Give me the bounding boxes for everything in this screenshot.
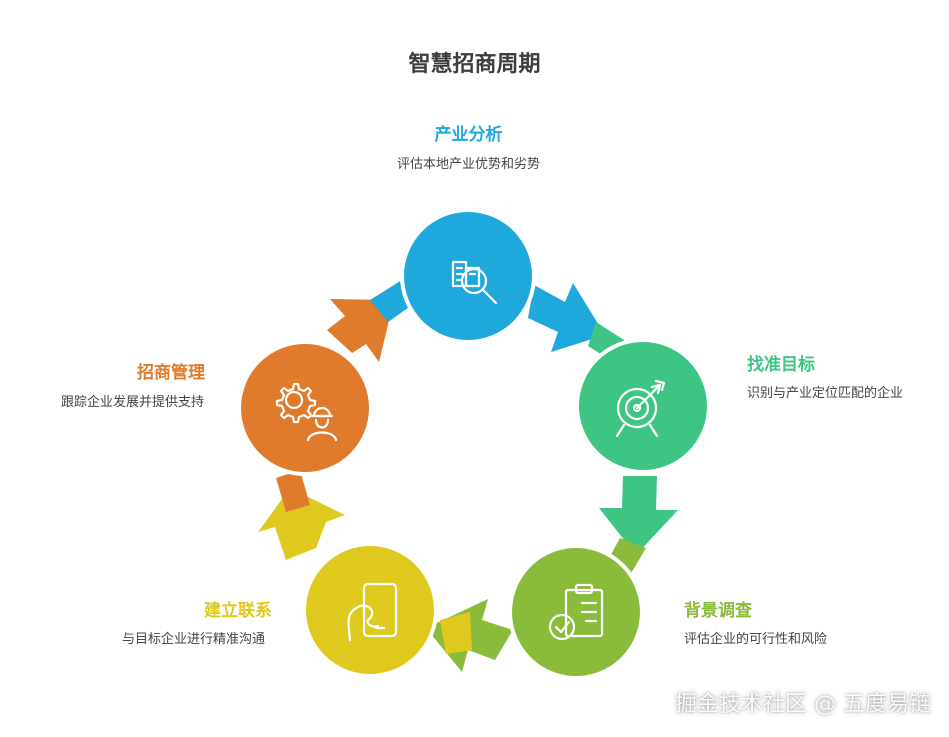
stage-circle-target [575, 338, 711, 474]
watermark: 掘金技术社区 @ 五度易链 [675, 692, 931, 717]
checklist-icon [548, 583, 604, 641]
building-search-icon [451, 260, 498, 305]
stage-circle-industry-analysis [400, 208, 536, 344]
arrow-green-to-lime [599, 476, 678, 555]
stage-label-industry-analysis: 产业分析 [434, 125, 503, 145]
arrow-orange-tail [276, 470, 310, 512]
stage-desc-build-connection: 与目标企业进行精准沟通 [121, 632, 265, 647]
target-arrow-icon [615, 379, 666, 438]
stage-circle-build-connection [302, 542, 438, 678]
stage-desc-industry-analysis: 评估本地产业优势和劣势 [396, 157, 540, 172]
arrow-blue-to-green [528, 283, 605, 352]
stage-label-background-check: 背景调查 [684, 601, 752, 621]
stage-desc-background-check: 评估企业的可行性和风险 [684, 632, 828, 647]
gear-worker-icon [275, 382, 338, 442]
stage-label-build-connection: 建立联系 [204, 601, 272, 621]
stage-label-investment-management: 招商管理 [137, 363, 205, 383]
diagram-title: 智慧招商周期 [408, 52, 541, 77]
stage-desc-target: 识别与产业定位匹配的企业 [747, 386, 904, 401]
person-phone-icon [347, 582, 398, 642]
stage-desc-investment-management: 跟踪企业发展并提供支持 [60, 395, 204, 410]
arrow-orange-to-blue [327, 299, 394, 362]
stage-circle-background-check [508, 544, 644, 680]
arrow-yellow-to-orange [258, 488, 345, 560]
arrow-yellow-tail [440, 612, 472, 654]
stage-circle-investment-management [237, 340, 373, 476]
stage-label-target: 找准目标 [747, 355, 815, 375]
